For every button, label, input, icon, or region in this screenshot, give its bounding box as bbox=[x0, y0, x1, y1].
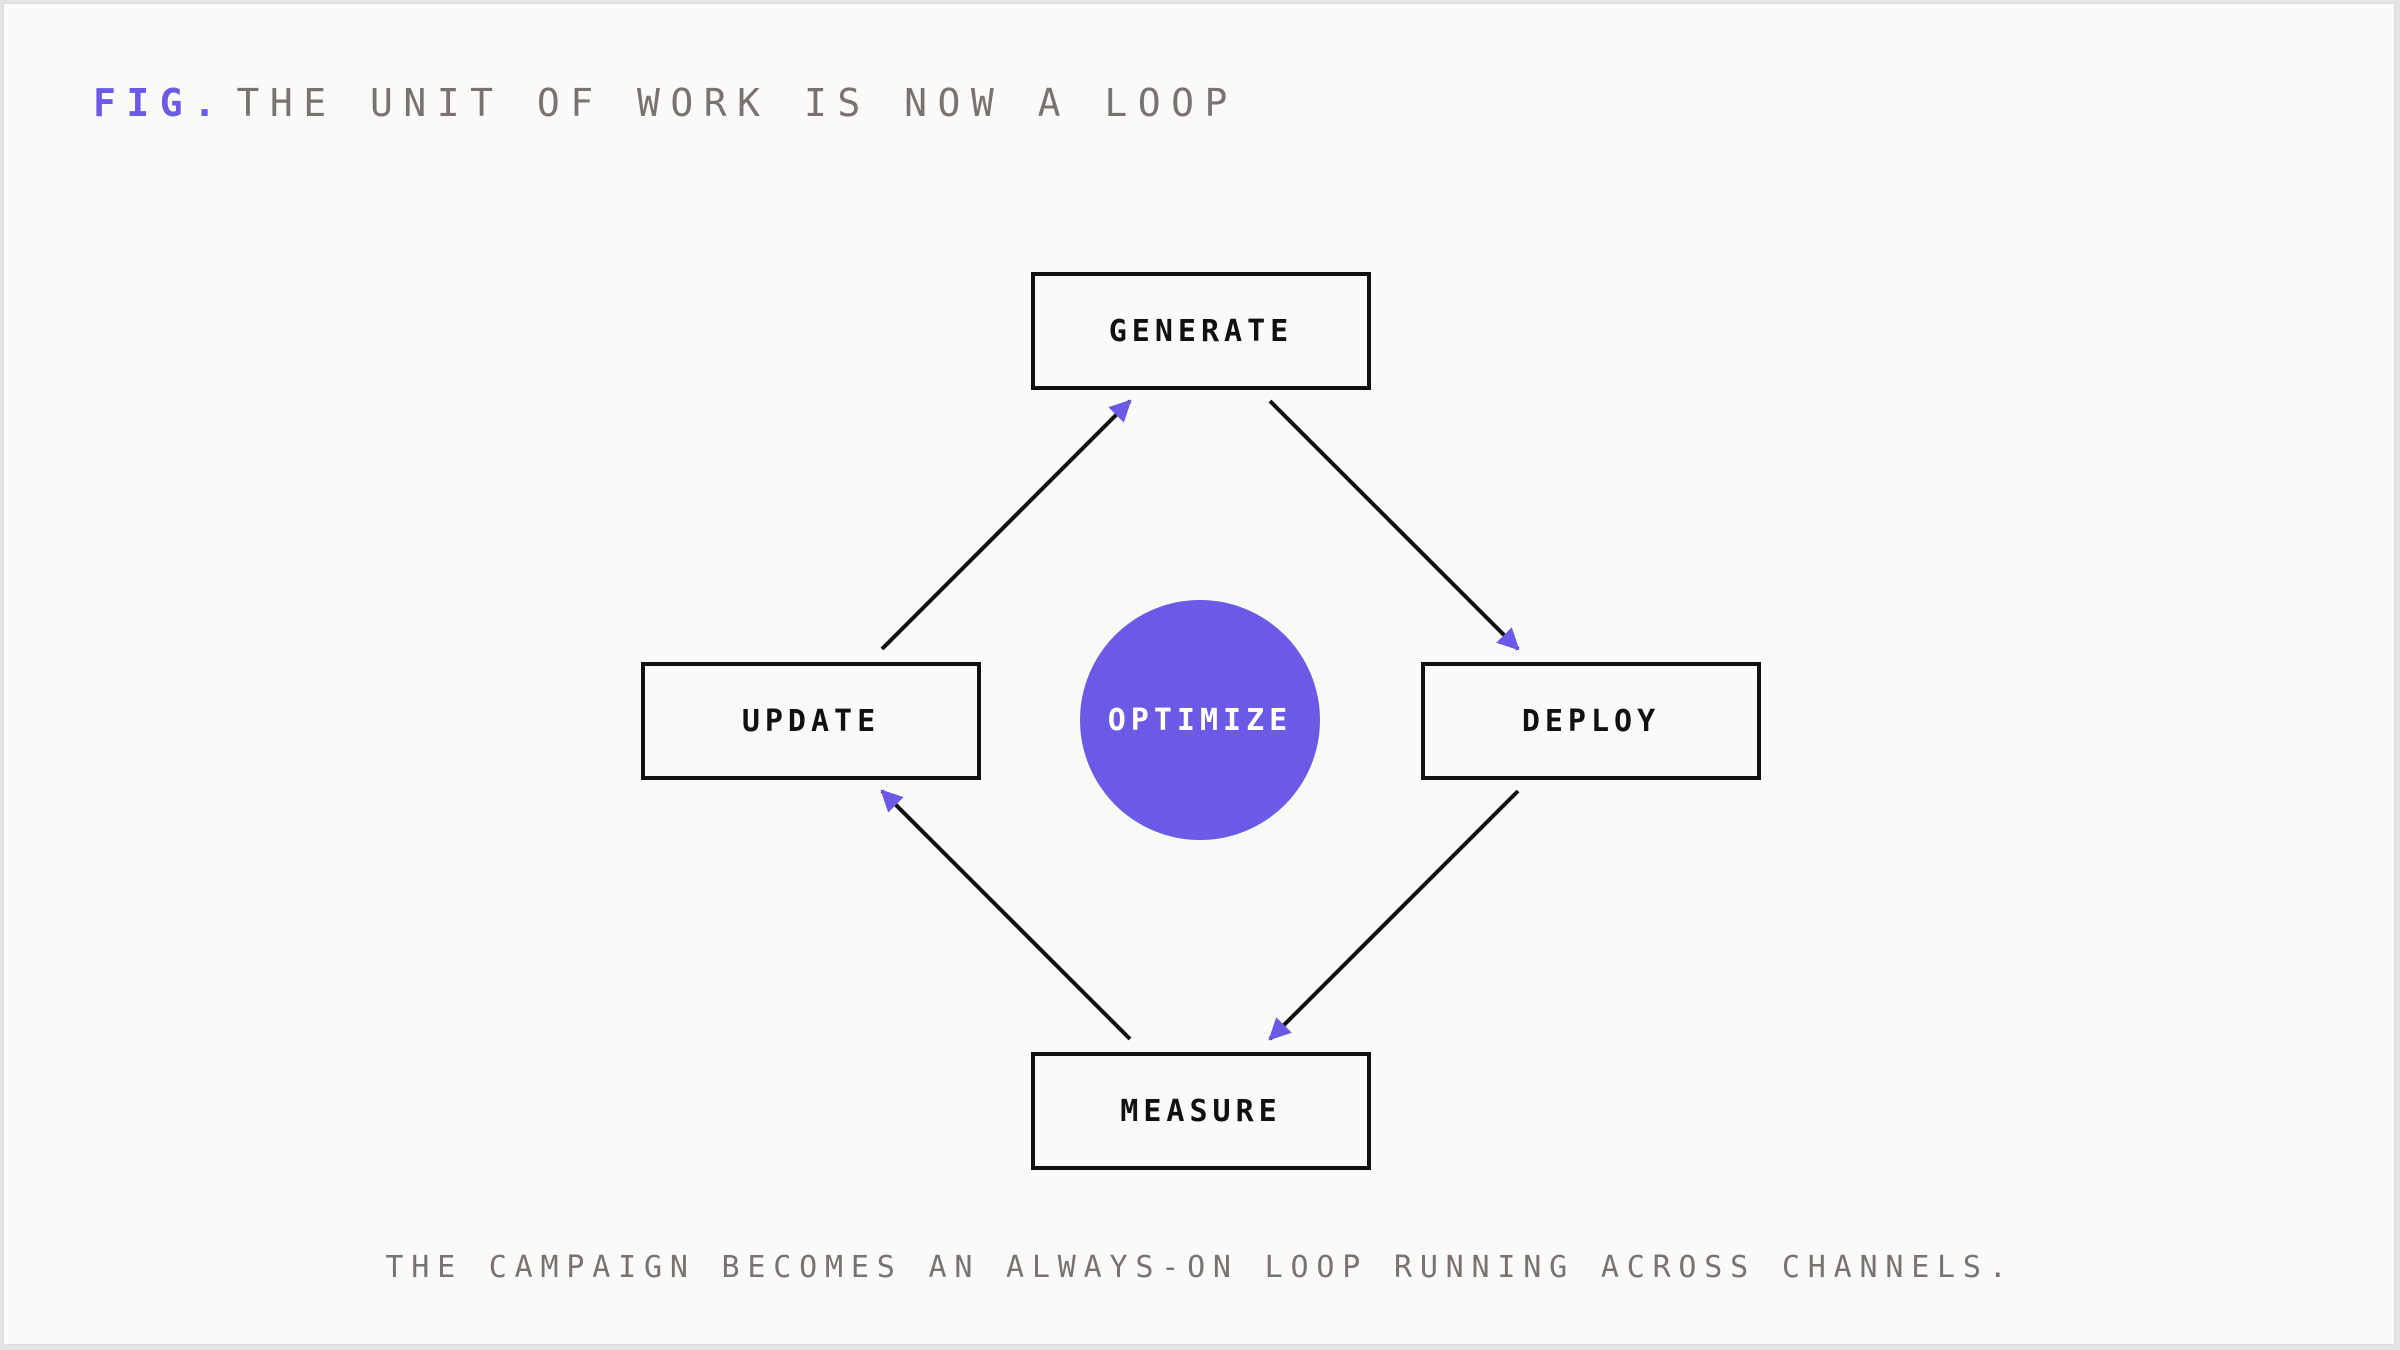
arrow-update-to-generate bbox=[880, 399, 1132, 651]
optimize-hub: OPTIMIZE bbox=[1080, 600, 1320, 840]
node-deploy-label: DEPLOY bbox=[1521, 703, 1661, 739]
figure-heading: FIG.THE UNIT OF WORK IS NOW A LOOP bbox=[93, 84, 1238, 122]
arrow-generate-to-deploy bbox=[1268, 399, 1520, 651]
arrow-measure-to-update bbox=[880, 789, 1132, 1041]
optimize-hub-label: OPTIMIZE bbox=[1107, 702, 1293, 738]
figure-title: THE UNIT OF WORK IS NOW A LOOP bbox=[236, 81, 1238, 125]
figure-caption: THE CAMPAIGN BECOMES AN ALWAYS-ON LOOP R… bbox=[385, 1250, 2015, 1285]
node-generate: GENERATE bbox=[1031, 272, 1371, 390]
node-deploy: DEPLOY bbox=[1421, 662, 1761, 780]
figure-tag: FIG. bbox=[93, 81, 227, 125]
node-measure: MEASURE bbox=[1031, 1052, 1371, 1170]
node-measure-label: MEASURE bbox=[1120, 1093, 1282, 1129]
node-update: UPDATE bbox=[641, 662, 981, 780]
node-update-label: UPDATE bbox=[741, 703, 881, 739]
node-generate-label: GENERATE bbox=[1108, 313, 1294, 349]
arrow-deploy-to-measure bbox=[1268, 789, 1520, 1041]
